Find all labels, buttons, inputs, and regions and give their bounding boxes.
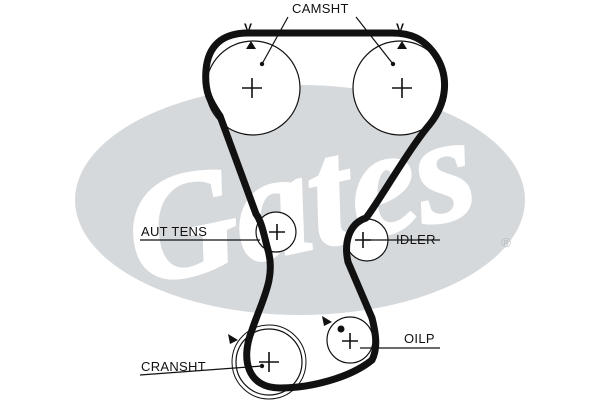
leader-lines [139,16,440,376]
crank-timing-triangle [228,334,238,344]
camshaft-label: CAMSHT [292,1,349,16]
right-cam-center-cross [392,78,412,98]
crankshaft-label: CRANSHT [141,359,206,374]
tensioner-center-cross [269,224,285,240]
oilpump-timing-dot [337,325,345,333]
right-cam-v-mark: V [396,21,404,35]
left-cam-center-cross [242,78,262,98]
registered-mark: ® [501,235,511,250]
oilpump-timing-triangle [322,316,332,326]
labels: CAMSHT V V AUT TENS IDLER OILP CRANSHT [141,1,436,374]
timing-belt [202,29,449,392]
camshaft-leader-right [355,16,394,65]
left-cam-v-mark: V [244,21,252,35]
auto-tensioner-label: AUT TENS [141,224,207,239]
crankshaft-pulley-outer-ring [231,324,307,400]
gates-logo-watermark: Gates ® [75,81,525,319]
right-cam-timing-triangle [397,41,407,49]
crank-center-cross [259,352,279,372]
left-cam-timing-triangle [246,41,256,49]
center-markers [242,78,412,372]
idler-label: IDLER [396,232,436,247]
oilpump-center-cross [342,333,358,349]
camshaft-leader-left [261,16,289,65]
crankshaft-leader [139,365,263,376]
oil-pump-label: OILP [404,331,435,346]
